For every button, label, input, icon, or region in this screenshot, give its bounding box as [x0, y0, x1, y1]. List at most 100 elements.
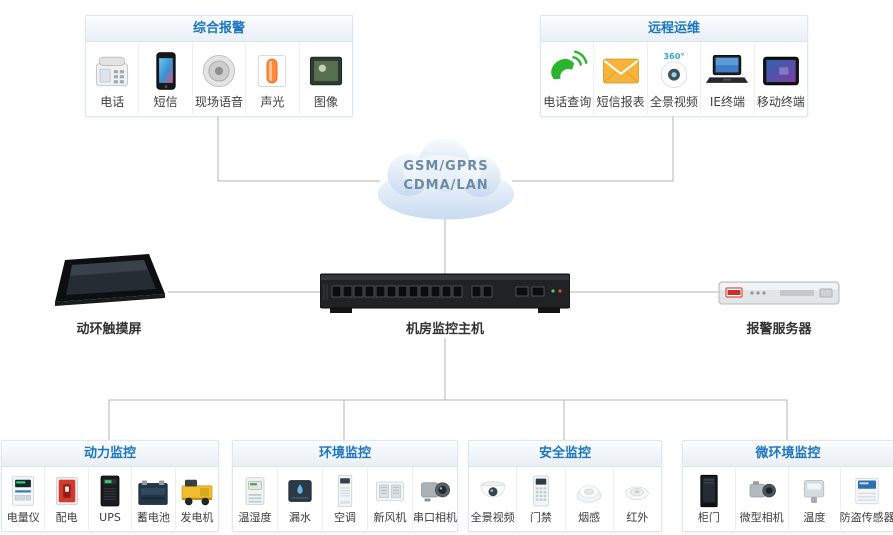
- item-label: 声光: [260, 94, 285, 109]
- panel-security-monitoring-title: 安全监控: [469, 441, 661, 467]
- panel-security-monitoring: 安全监控 全景视频 门禁 烟感 红外: [468, 440, 662, 532]
- item-panoramic-dome: 全景视频: [469, 467, 518, 530]
- micro-camera-icon: [742, 473, 782, 509]
- panel-power-monitoring-title: 动力监控: [2, 441, 218, 467]
- panel-power-monitoring: 动力监控 电量仪 配电 UPS 蓄电池 发电机: [1, 440, 219, 532]
- panel-remote-operation-items: 电话查询 短信报表 360° 全景视频 IE终端: [541, 42, 807, 115]
- item-panoramic-video: 360° 全景视频: [648, 42, 702, 115]
- item-infrared: 红外: [614, 467, 661, 530]
- panel-remote-operation-title: 远程运维: [541, 16, 807, 42]
- item-label: 配电: [55, 510, 78, 524]
- access-keypad-icon: [521, 473, 561, 509]
- item-ie-terminal: IE终端: [701, 42, 755, 115]
- item-phone: 电话: [86, 42, 140, 115]
- sms-phone-icon: [143, 49, 189, 93]
- item-image: 图像: [300, 42, 352, 115]
- item-label: 温度: [803, 510, 826, 524]
- panel-comprehensive-alarm: 综合报警 电话 短信 现场语音 声光 图像: [85, 15, 353, 117]
- item-label: 移动终端: [756, 94, 805, 109]
- item-label: UPS: [99, 510, 121, 524]
- air-conditioner-icon: [325, 473, 365, 509]
- image-frame-icon: [303, 49, 349, 93]
- cloud-network-line2: CDMA/LAN: [403, 178, 489, 193]
- alarm-server-device: [718, 274, 840, 310]
- item-label: 红外: [626, 510, 649, 524]
- item-access-control: 门禁: [517, 467, 566, 530]
- infrared-detector-icon: [617, 473, 657, 509]
- envelope-icon: [598, 49, 644, 93]
- breaker-icon: [47, 473, 87, 509]
- cloud-shape: [377, 138, 515, 220]
- temperature-sensor-icon: [794, 473, 834, 509]
- panel-comprehensive-alarm-title: 综合报警: [86, 16, 352, 42]
- cabinet-door-icon: [689, 473, 729, 509]
- panel-environment-monitoring-title: 环境监控: [233, 441, 457, 467]
- panel-comprehensive-alarm-items: 电话 短信 现场语音 声光 图像: [86, 42, 352, 115]
- panel-micro-environment-monitoring-items: 柜门 微型相机 温度 防盗传感器: [683, 467, 893, 530]
- item-temperature: 温度: [789, 467, 842, 530]
- panel-environment-monitoring: 环境监控 温湿度 漏水 空调 新风机 串口相机: [232, 440, 458, 532]
- serial-camera-icon: [415, 473, 455, 509]
- item-label: 柜门: [697, 510, 720, 524]
- monitoring-host-label: 机房监控主机: [405, 322, 484, 337]
- item-sms-report: 短信报表: [594, 42, 648, 115]
- item-phone-query: 电话查询: [541, 42, 595, 115]
- touchscreen-device: [48, 252, 170, 314]
- item-sms: 短信: [139, 42, 193, 115]
- panel-micro-environment-monitoring-title: 微环境监控: [683, 441, 893, 467]
- power-meter-icon: [3, 473, 43, 509]
- item-label: 温湿度: [238, 510, 272, 524]
- green-phone-icon: [544, 49, 590, 93]
- item-label: 新风机: [373, 510, 407, 524]
- panoramic-camera-icon: 360°: [660, 51, 688, 88]
- generator-icon: [177, 473, 217, 509]
- alarm-server-image: [718, 281, 840, 305]
- panel-micro-environment-monitoring: 微环境监控 柜门 微型相机 温度 防盗传感器: [682, 440, 893, 532]
- item-label: 微型相机: [739, 510, 784, 524]
- cloud-network-line1: GSM/GPRS: [403, 159, 489, 174]
- item-cabinet-door: 柜门: [683, 467, 736, 530]
- smoke-detector-icon: [569, 473, 609, 509]
- ups-icon: [90, 473, 130, 509]
- item-label: 短信: [153, 94, 178, 109]
- item-fresh-air: 新风机: [368, 467, 413, 530]
- item-label: 发电机: [180, 510, 214, 524]
- monitoring-host-image: [319, 273, 571, 313]
- item-micro-camera: 微型相机: [736, 467, 789, 530]
- item-label: 门禁: [529, 510, 552, 524]
- item-label: 图像: [313, 94, 338, 109]
- item-label: 电话查询: [543, 94, 592, 109]
- item-label: 串口相机: [413, 510, 457, 524]
- item-label: IE终端: [709, 94, 745, 109]
- item-label: 防盗传感器: [839, 510, 893, 524]
- panel-security-monitoring-items: 全景视频 门禁 烟感 红外: [469, 467, 661, 530]
- laptop-icon: [704, 49, 750, 93]
- item-temp-humidity: 温湿度: [233, 467, 278, 530]
- touchscreen-label: 动环触摸屏: [76, 322, 142, 337]
- item-label: 蓄电池: [136, 510, 170, 524]
- panel-remote-operation: 远程运维 电话查询 短信报表 360° 全景视频 I: [540, 15, 808, 117]
- item-smoke: 烟感: [566, 467, 614, 530]
- item-ups: UPS: [89, 467, 133, 530]
- strobe-siren-icon: [249, 49, 295, 93]
- temp-humidity-icon: [235, 473, 275, 509]
- item-power-meter: 电量仪: [2, 467, 46, 530]
- item-label: 烟感: [578, 510, 601, 524]
- panel-environment-monitoring-items: 温湿度 漏水 空调 新风机 串口相机: [233, 467, 457, 530]
- ceiling-speaker-icon: [196, 49, 242, 93]
- item-label: 电量仪: [6, 510, 40, 524]
- fresh-air-icon: [370, 473, 410, 509]
- monitoring-host-device: [319, 266, 571, 316]
- item-label: 漏水: [289, 510, 311, 524]
- item-label: 短信报表: [596, 94, 645, 109]
- dome-camera-icon: [473, 473, 513, 509]
- telephone-icon: [89, 49, 135, 93]
- network-cloud: GSM/GPRS CDMA/LAN: [368, 133, 524, 227]
- item-water-leak: 漏水: [278, 467, 323, 530]
- item-onsite-voice: 现场语音: [193, 42, 247, 115]
- item-sound-light: 声光: [246, 42, 300, 115]
- battery-icon: [133, 473, 173, 509]
- water-leak-icon: [280, 473, 320, 509]
- item-label: 空调: [334, 510, 356, 524]
